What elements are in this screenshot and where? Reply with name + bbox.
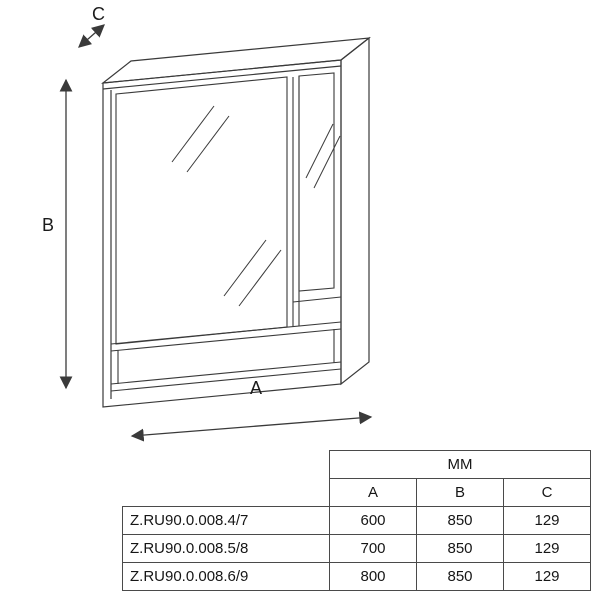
value-b: 850 (416, 562, 504, 591)
unit-header: MM (329, 450, 591, 479)
spec-table: MM A B C Z.RU90.0.008.4/7 600 850 129 Z.… (122, 450, 591, 591)
value-b: 850 (416, 506, 504, 535)
value-c: 129 (503, 562, 591, 591)
column-header-row: A B C (123, 478, 591, 507)
dim-label-a: A (250, 378, 263, 398)
col-header-c: C (503, 478, 591, 507)
value-a: 600 (329, 506, 417, 535)
table-row: Z.RU90.0.008.5/8 700 850 129 (122, 534, 591, 563)
value-a: 700 (329, 534, 417, 563)
value-c: 129 (503, 534, 591, 563)
dimension-arrow-a (130, 411, 373, 442)
value-b: 850 (416, 534, 504, 563)
door-divider (292, 76, 300, 327)
table-empty-corner (123, 479, 330, 507)
cabinet-outline (101, 36, 371, 408)
value-c: 129 (503, 506, 591, 535)
shelf-niche (110, 321, 342, 392)
mirror-door-left (115, 76, 288, 345)
value-a: 800 (329, 562, 417, 591)
unit-header-row: MM (123, 450, 591, 479)
dim-label-b: B (42, 215, 55, 235)
model-code: Z.RU90.0.008.5/8 (122, 534, 330, 563)
model-code: Z.RU90.0.008.6/9 (122, 562, 330, 591)
mirror-door-right (292, 72, 342, 303)
table-empty-corner (123, 451, 330, 479)
mirror-glint-marks (171, 105, 341, 307)
table-row: Z.RU90.0.008.6/9 800 850 129 (122, 562, 591, 591)
dim-label-c: C (92, 4, 105, 24)
col-header-b: B (416, 478, 504, 507)
dimension-arrow-c (78, 24, 105, 48)
model-code: Z.RU90.0.008.4/7 (122, 506, 330, 535)
col-header-a: A (329, 478, 417, 507)
table-row: Z.RU90.0.008.4/7 600 850 129 (122, 506, 591, 535)
